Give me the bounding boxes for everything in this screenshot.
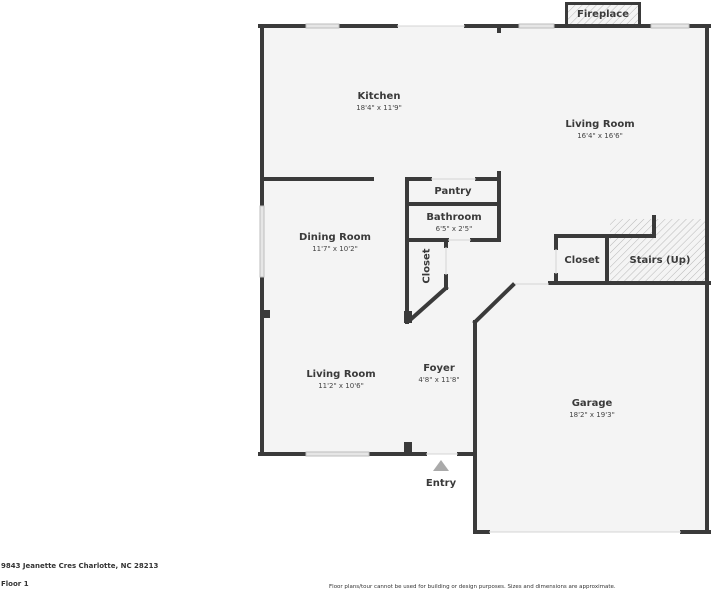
room-name: Living Room — [306, 369, 376, 380]
room-kitchen: Kitchen 18'4" x 11'9" — [356, 91, 402, 113]
windows — [259, 23, 690, 457]
disclaimer: Floor plans/tour cannot be used for buil… — [329, 584, 616, 590]
room-dims: 18'2" x 19'3" — [569, 411, 615, 419]
room-dining-room: Dining Room 11'7" x 10'2" — [299, 232, 371, 254]
room-stairs: Stairs (Up) — [630, 255, 691, 267]
wall-posts — [262, 310, 412, 454]
fireplace — [565, 2, 641, 26]
room-name: Garage — [571, 398, 613, 409]
room-name: Kitchen — [357, 91, 401, 102]
room-dims: 18'4" x 11'9" — [356, 104, 402, 112]
room-bathroom: Bathroom 6'5" x 2'5" — [426, 212, 481, 234]
room-dims: 11'2" x 10'6" — [318, 382, 364, 390]
room-name: Stairs (Up) — [629, 255, 691, 266]
stairs-area — [610, 219, 706, 282]
room-living-room-upper: Living Room 16'4" x 16'6" — [565, 119, 634, 141]
room-pantry: Pantry — [434, 186, 471, 198]
room-name: Living Room — [565, 119, 635, 130]
room-dims: 11'7" x 10'2" — [312, 245, 358, 253]
room-name: Fireplace — [576, 9, 630, 20]
address: 9843 Jeanette Cres Charlotte, NC 28213 — [1, 562, 159, 570]
entry-text: Entry — [425, 478, 457, 489]
walls — [258, 24, 711, 534]
room-dims: 4'8" x 11'8" — [418, 376, 460, 384]
room-name: Dining Room — [299, 232, 371, 243]
room-living-room-lower: Living Room 11'2" x 10'6" — [306, 369, 375, 391]
room-name: Pantry — [434, 186, 472, 197]
room-garage: Garage 18'2" x 19'3" — [569, 398, 615, 420]
room-dims: 16'4" x 16'6" — [577, 132, 623, 140]
room-name: Closet — [564, 255, 600, 266]
room-closet-angled: Closet — [421, 248, 433, 284]
room-name: Bathroom — [426, 212, 482, 223]
door-openings — [397, 25, 681, 533]
entry-arrow-icon — [433, 460, 449, 471]
floor-label: Floor 1 — [1, 580, 29, 588]
room-foyer: Foyer 4'8" x 11'8" — [418, 363, 459, 385]
room-closet-right: Closet — [564, 255, 599, 267]
room-name: Foyer — [423, 363, 455, 374]
room-fireplace: Fireplace — [577, 9, 629, 21]
room-dims: 6'5" x 2'5" — [435, 225, 473, 233]
entry-label: Entry — [426, 478, 456, 490]
